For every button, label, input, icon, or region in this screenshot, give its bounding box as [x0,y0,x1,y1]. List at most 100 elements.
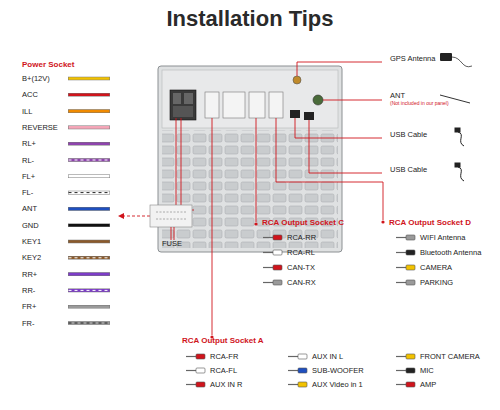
signal-name: FL- [22,188,33,197]
signal-name: RR+ [22,270,37,279]
plug-icon [406,354,415,359]
section-heading: RCA Output Socket D [389,218,471,227]
wire [69,159,110,162]
plug-icon [196,368,205,373]
plug-cable [288,356,298,357]
wire-stripe [69,323,110,324]
wire [69,240,110,243]
wire-outline [68,175,110,179]
plug-cable [288,384,298,385]
section-heading: RCA Output Socket A [182,336,264,345]
wire-outline [68,223,110,227]
wire [69,305,110,308]
wire-outline [68,93,110,97]
rca-connector [205,92,219,118]
signal-name: AUX Video in 1 [312,380,363,389]
plug-cable [396,267,406,268]
plug-icon [298,354,307,359]
plug-icon [406,265,415,270]
signal-name: RR- [22,286,35,295]
plug-icon [406,235,415,240]
plug-icon [406,382,415,387]
wire-outline [68,126,110,130]
signal-name: FL+ [22,172,35,181]
plug-icon [273,250,282,255]
wire-stripe [69,290,110,291]
plug-cable [263,267,273,268]
wires [68,79,415,388]
wire [69,142,110,145]
wire [69,191,110,194]
signal-name: FR+ [22,302,36,311]
signal-name: SUB-WOOFER [312,366,364,375]
leader-lines [122,62,383,335]
signal-name: PARKING [420,278,453,287]
plug-cable [396,237,406,238]
plug-icon [406,250,415,255]
gps-antenna-icon [440,53,472,67]
section-heading: RCA Output Socket C [262,218,344,227]
wire [69,289,110,292]
signal-name: GPS Antenna [390,54,435,63]
wire [69,110,110,113]
note: (Not included in our panel) [390,100,449,106]
plug-icon [406,280,415,285]
wire-outline [68,207,110,211]
signal-name: ANT [22,204,37,213]
plug-icon [273,280,282,285]
plug-icon [298,382,307,387]
plug-cable [396,282,406,283]
plug-cable [263,237,273,238]
signal-name: B+(12V) [22,74,50,83]
wire-outline [68,109,110,113]
plug-cable [288,370,298,371]
signal-name: USB Cable [390,130,427,139]
plug-cable [186,356,196,357]
gps-jack [293,76,301,84]
wire-stripe [69,192,110,193]
wire [69,208,110,211]
plug-cable [186,370,196,371]
plug-cable [396,370,406,371]
wire-outline [68,240,110,244]
signal-name: Bluetooth Antenna [420,248,481,257]
plug-icon [273,235,282,240]
signal-name: USB Cable [390,165,427,174]
fuse-symbol [150,205,192,227]
wire-outline [68,142,110,146]
plug-icon [196,382,205,387]
wire [69,126,110,129]
title: Installation Tips [0,6,500,32]
plug-icon [406,368,415,373]
signal-name: ILL [22,107,32,116]
wire [69,224,110,227]
wire-stripe [69,257,110,258]
signal-name: REVERSE [22,123,58,132]
power-connector [170,90,196,120]
signal-name: AUX IN R [210,380,243,389]
plug-cable [396,384,406,385]
signal-name: RL+ [22,139,36,148]
wire [69,77,110,80]
heat-fins [162,130,338,248]
signal-name: RCA-FR [210,352,238,361]
wire-outline [68,289,110,293]
wire [69,94,110,97]
wire-outline [68,272,110,276]
usb-cable-icon [455,128,464,181]
signal-name: FUSE [162,239,182,248]
plug-icon [298,368,307,373]
wire-outline [68,305,110,309]
plug-cable [186,384,196,385]
plug-icon [196,354,205,359]
wire [69,322,110,325]
signal-name: AMP [420,380,436,389]
plug-icon [273,265,282,270]
signal-name: KEY2 [22,253,41,262]
wire-outline [68,191,110,195]
plug-cable [263,252,273,253]
signal-name: CAN-TX [287,263,315,272]
signal-name: GND [22,221,39,230]
plug-cable [396,356,406,357]
